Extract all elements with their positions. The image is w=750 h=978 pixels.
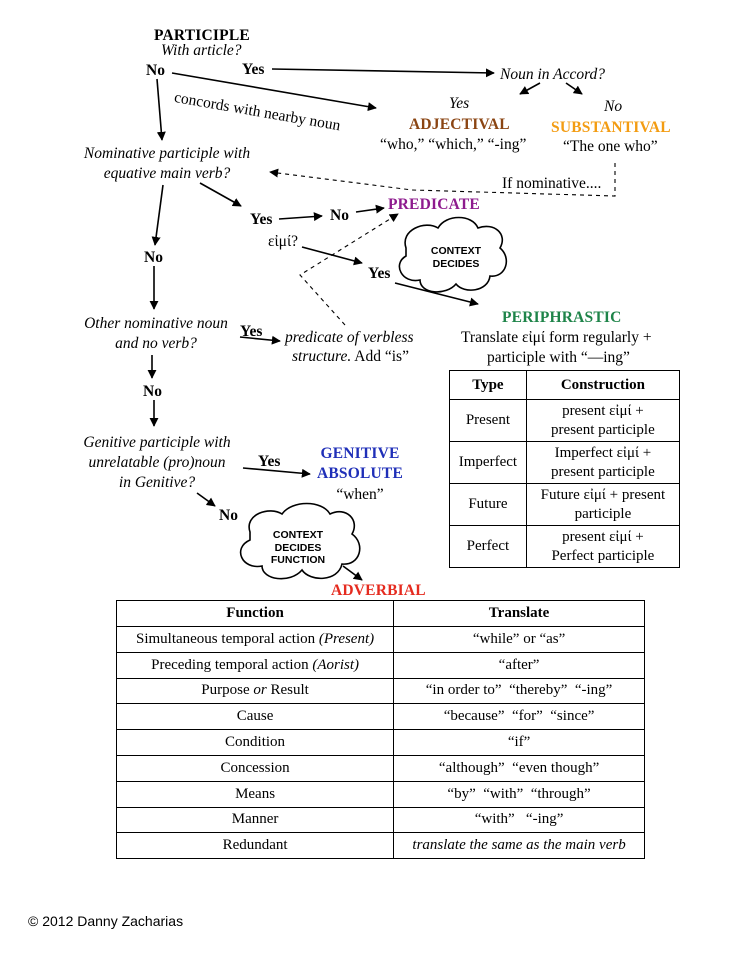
adverbial-row: Cause“because” “for” “since” bbox=[115, 703, 645, 731]
verbless-line2: structure. Add “is” bbox=[292, 348, 409, 365]
construction-cell: Imperfect εἰμί +present participle bbox=[525, 441, 681, 484]
participle-title: PARTICIPLE bbox=[154, 27, 250, 44]
construction-header: Construction bbox=[525, 370, 681, 400]
yes-label-6: Yes bbox=[258, 453, 281, 470]
no-label-1: No bbox=[146, 62, 165, 79]
function-header: Function bbox=[115, 600, 395, 627]
genitive-question-line3: in Genitive? bbox=[118, 474, 196, 491]
tense-type-cell: Present bbox=[449, 399, 527, 442]
tense-type-cell: Perfect bbox=[449, 525, 527, 568]
eimi-question: εἰμί? bbox=[268, 233, 299, 250]
function-cell: Redundant bbox=[115, 832, 395, 860]
adverbial-table: Function Translate Simultaneous temporal… bbox=[115, 600, 645, 860]
substantival-example: “The one who” bbox=[563, 138, 658, 155]
adverbial-row: Condition“if” bbox=[115, 729, 645, 756]
no-label-predicate: No bbox=[330, 207, 349, 224]
other-nominative-line2: and no verb? bbox=[115, 335, 197, 352]
predicate-label: PREDICATE bbox=[388, 196, 480, 213]
function-cell: Preceding temporal action (Aorist) bbox=[115, 651, 395, 679]
context-decides-function-text: CONTEXT DECIDES FUNCTION bbox=[270, 529, 326, 566]
type-header: Type bbox=[449, 370, 527, 400]
adverbial-row: Purpose or Result“in order to” “thereby”… bbox=[115, 677, 645, 705]
no-label-2: No bbox=[604, 98, 623, 115]
function-cell: Condition bbox=[115, 729, 395, 756]
periphrastic-line2: participle with “—ing” bbox=[487, 349, 630, 366]
translate-cell: “after” bbox=[393, 651, 645, 679]
translate-cell: translate the same as the main verb bbox=[393, 832, 645, 860]
yes-label-2: Yes bbox=[449, 95, 470, 112]
periphrastic-line1: Translate εἰμί form regularly + bbox=[461, 329, 652, 346]
noun-in-accord-question: Noun in Accord? bbox=[500, 66, 606, 83]
function-cell: Cause bbox=[115, 703, 395, 731]
tense-type-cell: Imperfect bbox=[449, 441, 527, 484]
function-cell: Simultaneous temporal action (Present) bbox=[115, 626, 395, 653]
context-decides-function-cloud bbox=[239, 502, 361, 580]
substantival-label: SUBSTANTIVAL bbox=[551, 119, 671, 136]
genitive-question-line2: unrelatable (pro)noun bbox=[88, 454, 226, 471]
nominative-question-line1: Nominative participle with bbox=[83, 145, 251, 162]
genitive-line2: ABSOLUTE bbox=[316, 465, 404, 482]
construction-cell: present εἰμί +present participle bbox=[525, 399, 681, 442]
no-label-6: No bbox=[219, 507, 238, 524]
copyright-footer: © 2012 Danny Zacharias bbox=[28, 913, 184, 929]
function-cell: Purpose or Result bbox=[115, 677, 395, 705]
function-cell: Manner bbox=[115, 806, 395, 834]
translate-header: Translate bbox=[393, 600, 645, 627]
yes-label-5: Yes bbox=[240, 323, 263, 340]
context-decides-cloud bbox=[398, 216, 508, 293]
function-cell: Means bbox=[115, 780, 395, 808]
translate-cell: “with” “-ing” bbox=[393, 806, 645, 834]
adverbial-label: ADVERBIAL bbox=[331, 582, 426, 599]
adverbial-row: Means“by” “with” “through” bbox=[115, 780, 645, 808]
genitive-line1: GENITIVE bbox=[320, 445, 400, 462]
verbless-line1: predicate of verbless bbox=[285, 329, 414, 346]
genitive-example: “when” bbox=[336, 486, 384, 503]
adverbial-row: Manner“with” “-ing” bbox=[115, 806, 645, 834]
adverbial-row: Preceding temporal action (Aorist)“after… bbox=[115, 651, 645, 679]
translate-cell: “in order to” “thereby” “-ing” bbox=[393, 677, 645, 705]
translate-cell: “by” “with” “through” bbox=[393, 780, 645, 808]
context-decides-text: CONTEXT DECIDES bbox=[430, 245, 482, 270]
nominative-question-line2: equative main verb? bbox=[103, 165, 231, 182]
yes-label-4: Yes bbox=[368, 265, 391, 282]
adverbial-row: Simultaneous temporal action (Present)“w… bbox=[115, 626, 645, 653]
if-nominative-label: If nominative.... bbox=[502, 175, 602, 192]
yes-label-1: Yes bbox=[242, 61, 265, 78]
adjectival-label: ADJECTIVAL bbox=[409, 116, 510, 133]
genitive-question-line1: Genitive participle with bbox=[83, 434, 231, 451]
periphrastic-label: PERIPHRASTIC bbox=[502, 309, 622, 326]
adverbial-row: Concession“although” “even though” bbox=[115, 754, 645, 782]
translate-cell: “if” bbox=[393, 729, 645, 756]
with-article-question: With article? bbox=[161, 42, 242, 59]
construction-cell: present εἰμί +Perfect participle bbox=[525, 525, 681, 568]
adjectival-examples: “who,” “which,” “-ing” bbox=[380, 136, 527, 153]
no-label-3: No bbox=[144, 249, 163, 266]
yes-label-3: Yes bbox=[250, 211, 273, 228]
no-label-5: No bbox=[143, 383, 162, 400]
other-nominative-line1: Other nominative noun bbox=[84, 315, 228, 332]
tense-type-cell: Future bbox=[449, 483, 527, 526]
function-cell: Concession bbox=[115, 754, 395, 782]
translate-cell: “although” “even though” bbox=[393, 754, 645, 782]
translate-cell: “because” “for” “since” bbox=[393, 703, 645, 731]
translate-cell: “while” or “as” bbox=[393, 626, 645, 653]
